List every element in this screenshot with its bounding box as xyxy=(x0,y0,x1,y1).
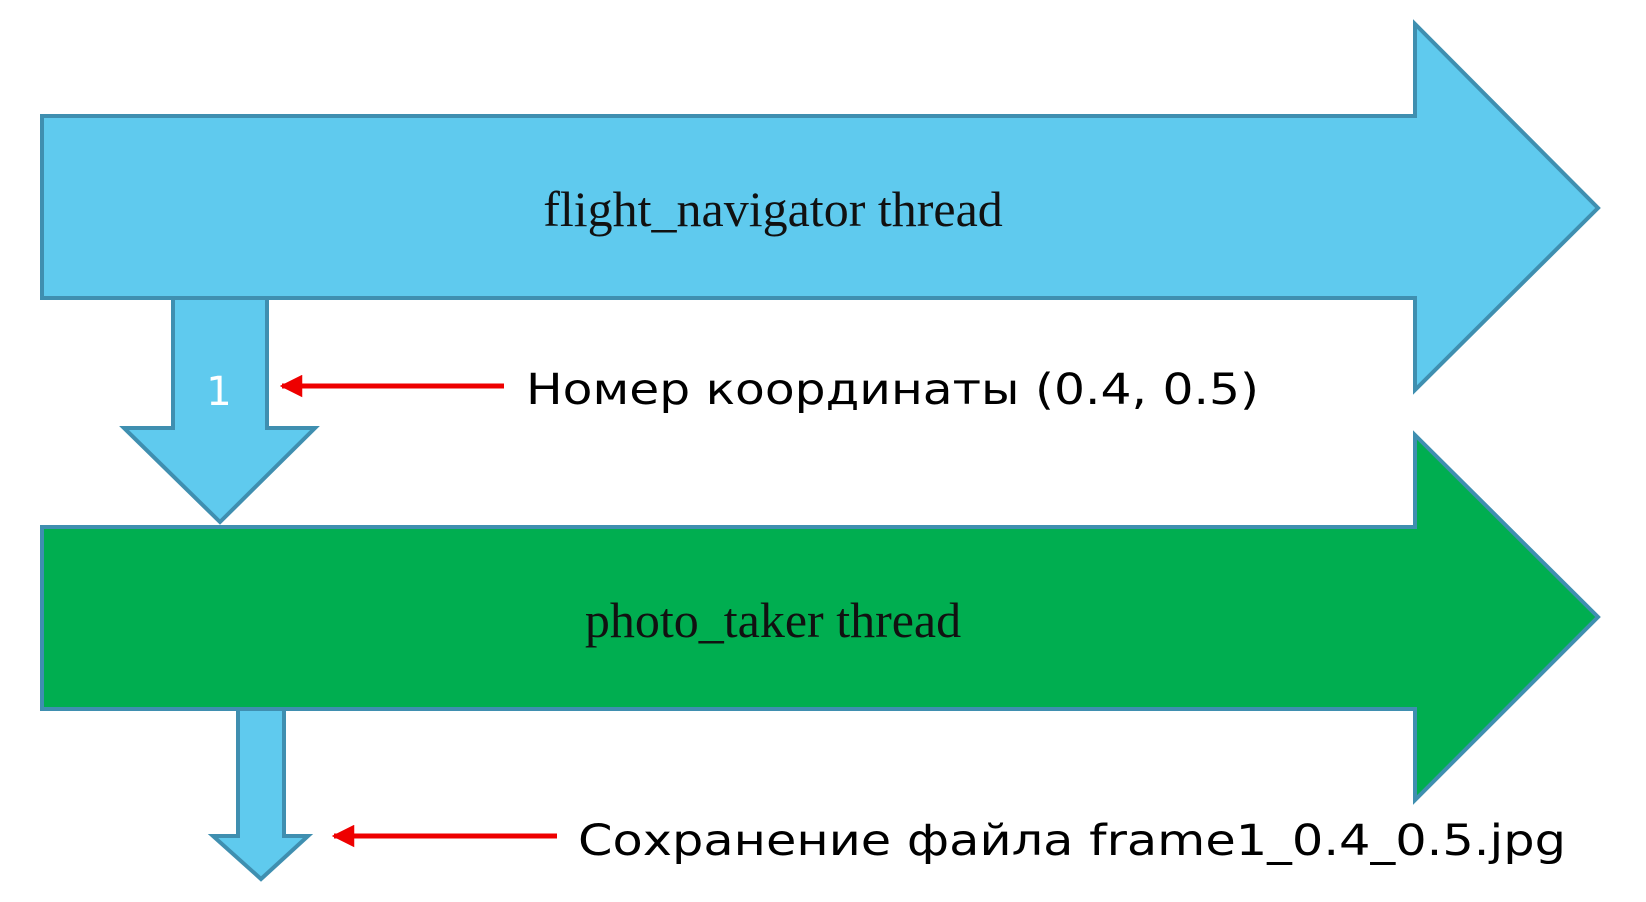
flight-navigator-thread-label: flight_navigator thread xyxy=(543,181,1003,237)
transfer-down-arrow xyxy=(119,296,320,525)
coordinate-annotation: Номер координаты (0.4, 0.5) xyxy=(526,365,1259,415)
file-save-annotation: Сохранение файла frame1_0.4_0.5.jpg xyxy=(578,816,1566,866)
photo-taker-thread-label: photo_taker thread xyxy=(585,592,961,648)
output-down-arrow xyxy=(207,707,314,882)
flight-navigator-thread-arrow xyxy=(40,19,1601,395)
step-number-label: 1 xyxy=(206,369,231,415)
